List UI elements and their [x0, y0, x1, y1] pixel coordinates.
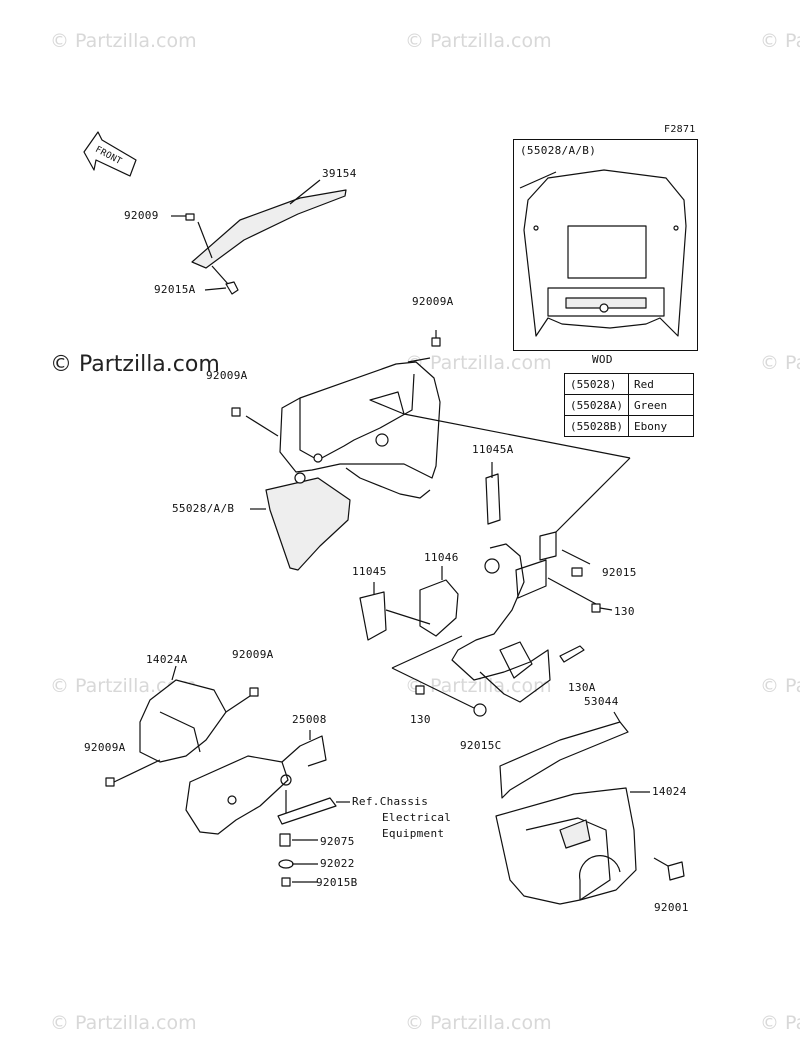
table-row: (55028B) Ebony — [564, 415, 694, 437]
part-label-92015a[interactable]: 92015A — [154, 283, 196, 296]
reference-note-line3: Equipment — [382, 827, 445, 840]
part-label-92009a-left[interactable]: 92009A — [84, 741, 126, 754]
part-label-130a[interactable]: 130A — [568, 681, 596, 694]
cowling-55028 — [245, 357, 631, 571]
part-label-39154[interactable]: 39154 — [322, 167, 357, 180]
table-row: (55028) Red — [564, 373, 694, 395]
figure-code: F2871 — [664, 124, 696, 135]
table-row: (55028A) Green — [564, 394, 694, 416]
part-label-25008[interactable]: 25008 — [292, 713, 327, 726]
inset-title: (55028/A/B) — [520, 144, 597, 157]
part-label-92009a-right[interactable]: 92009A — [232, 648, 274, 661]
color-name: Green — [627, 394, 694, 416]
inset-box — [513, 139, 698, 351]
color-code: (55028B) — [564, 415, 629, 437]
part-label-92015b[interactable]: 92015B — [316, 876, 358, 889]
pad-53044 — [499, 711, 629, 799]
part-label-92009a-top[interactable]: 92009A — [412, 295, 454, 308]
bracket-25008 — [185, 730, 350, 887]
part-label-11045[interactable]: 11045 — [352, 565, 387, 578]
watermark-mid-right: © Partzilla.com — [760, 352, 800, 374]
cover-14024 — [495, 787, 685, 905]
part-label-14024[interactable]: 14024 — [652, 785, 687, 798]
bracket-assembly — [359, 462, 613, 717]
part-label-130-right[interactable]: 130 — [614, 605, 635, 618]
watermark-bottom-center: © Partzilla.com — [405, 1012, 552, 1034]
part-label-92001[interactable]: 92001 — [654, 901, 689, 914]
watermark-low-right: © Partzilla.com — [760, 675, 800, 697]
part-label-92009[interactable]: 92009 — [124, 209, 159, 222]
color-name: Ebony — [627, 415, 694, 437]
watermark-low-left: © Partzilla.com — [50, 675, 197, 697]
color-table: (55028) Red (55028A) Green (55028B) Ebon… — [564, 373, 694, 437]
watermark-bottom-right: © Partzilla.com — [760, 1012, 800, 1034]
watermark-low-center: © Partzilla.com — [405, 675, 552, 697]
inset-cowling-front — [519, 169, 687, 337]
part-label-55028[interactable]: 55028/A/B — [172, 502, 235, 515]
part-label-14024a[interactable]: 14024A — [146, 653, 188, 666]
part-label-11045a[interactable]: 11045A — [472, 443, 514, 456]
side-cover-14024a — [105, 665, 259, 787]
watermark-mid-left: © Partzilla.com — [50, 352, 220, 377]
watermark-mid-center: © Partzilla.com — [405, 352, 552, 374]
watermark-bottom-left: © Partzilla.com — [50, 1012, 197, 1034]
watermark-top-center: © Partzilla.com — [405, 30, 552, 52]
part-label-130-left[interactable]: 130 — [410, 713, 431, 726]
wod-label: WOD — [592, 353, 613, 366]
reference-note-line1: Ref.Chassis — [352, 795, 429, 808]
color-code: (55028) — [564, 373, 629, 395]
part-label-53044[interactable]: 53044 — [584, 695, 619, 708]
color-name: Red — [627, 373, 694, 395]
visor-strip-39154 — [185, 189, 347, 295]
front-arrow-icon — [83, 131, 137, 177]
part-label-11046[interactable]: 11046 — [424, 551, 459, 564]
watermark-top-left: © Partzilla.com — [50, 30, 197, 52]
color-code: (55028A) — [564, 394, 629, 416]
watermark-top-right: © Partzilla.com — [760, 30, 800, 52]
part-label-92015[interactable]: 92015 — [602, 566, 637, 579]
screw-92009a-top — [431, 330, 441, 347]
part-label-92022[interactable]: 92022 — [320, 857, 355, 870]
part-label-92015c[interactable]: 92015C — [460, 739, 502, 752]
part-label-92075[interactable]: 92075 — [320, 835, 355, 848]
part-label-92009a-cowl[interactable]: 92009A — [206, 369, 248, 382]
reference-note-line2: Electrical — [382, 811, 452, 824]
